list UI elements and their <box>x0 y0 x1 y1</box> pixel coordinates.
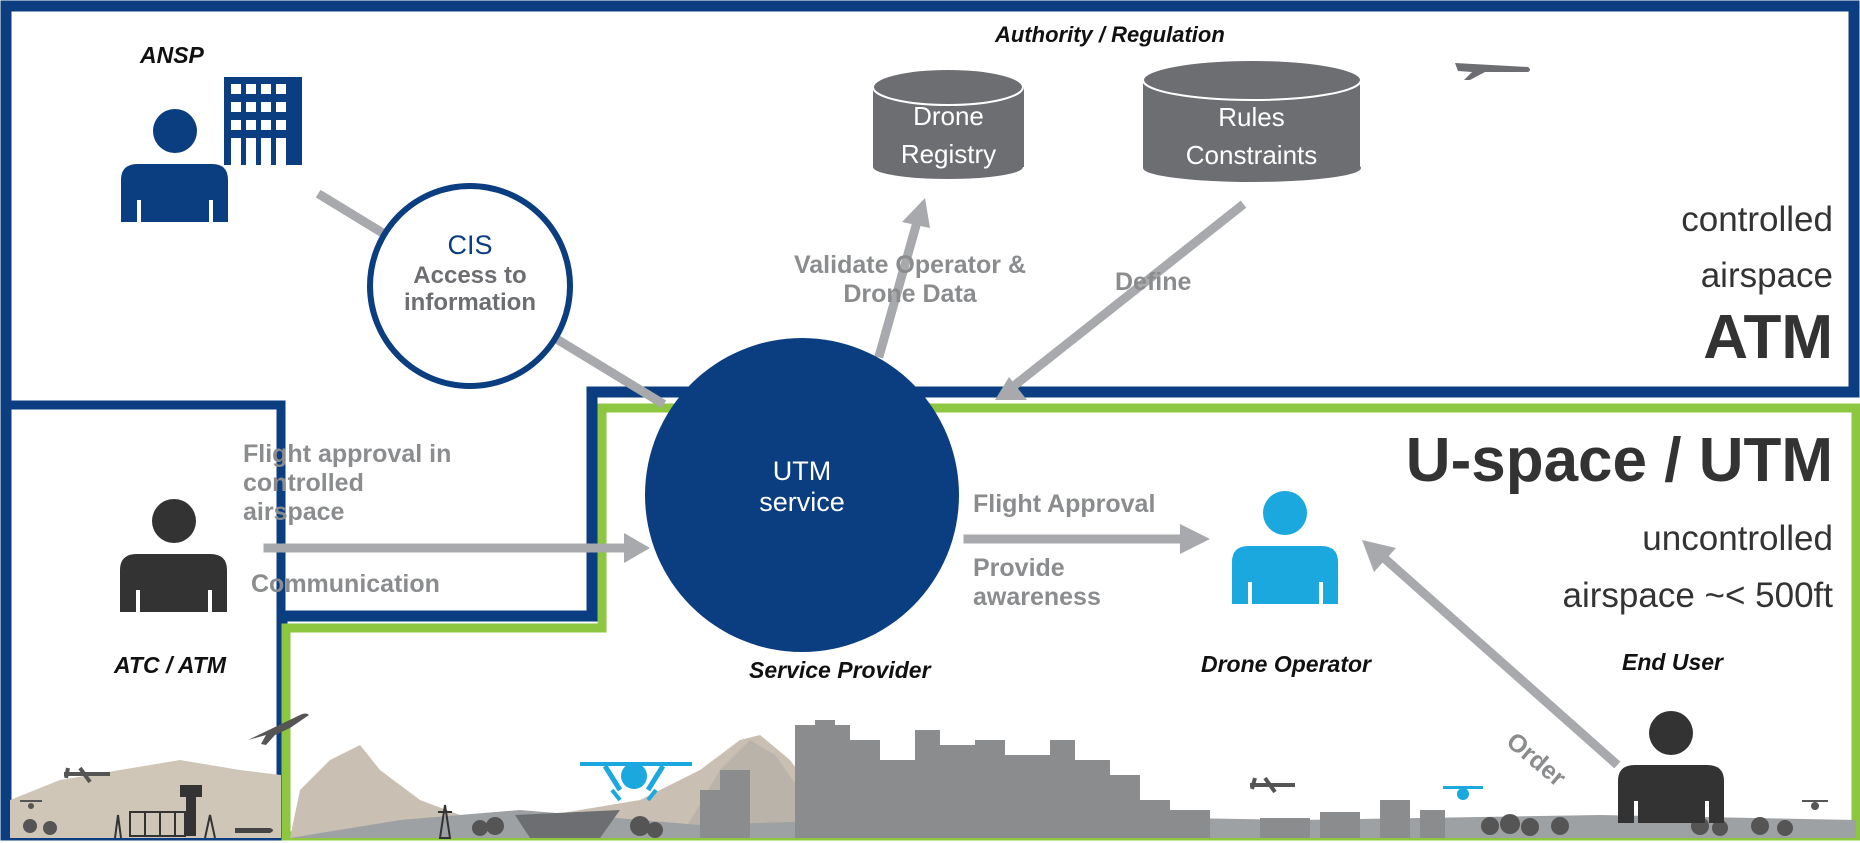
drone-registry-label: Drone Registry <box>873 97 1024 173</box>
drone-icon <box>1802 800 1828 810</box>
flight-approval-controlled-line-2: controlled <box>243 469 364 497</box>
label-drone-operator: Drone Operator <box>1201 651 1371 677</box>
arrow-order <box>1362 540 1621 769</box>
drone-icon <box>580 762 692 802</box>
label-authority: Authority / Regulation <box>995 22 1225 47</box>
label-ansp: ANSP <box>140 42 204 68</box>
define-label: Define <box>1115 268 1192 296</box>
rules-line-2: Constraints <box>1185 140 1318 170</box>
city-skyline <box>700 720 1445 838</box>
person-icon <box>121 109 228 222</box>
cis-subtitle: Access to information <box>404 262 536 316</box>
validate-line-2: Drone Data <box>843 280 977 308</box>
controlled-line-2: airspace <box>1700 256 1833 295</box>
validate-label: Validate Operator & Drone Data <box>780 251 1040 309</box>
flight-approval-label: Flight Approval <box>973 490 1156 518</box>
validate-line-1: Validate Operator & <box>793 251 1027 279</box>
utm-service-circle <box>645 338 959 652</box>
provide-awareness-line-2: awareness <box>973 583 1101 611</box>
rules-label: Rules Constraints <box>1143 98 1360 174</box>
uncontrolled-line-1: uncontrolled <box>1642 519 1833 558</box>
rules-line-1: Rules <box>1218 102 1285 132</box>
landscape-illustration <box>10 720 1856 839</box>
tower-icon <box>180 785 202 836</box>
person-icon <box>1618 711 1724 823</box>
label-atc: ATC / ATM <box>114 652 226 678</box>
utm-service-line-1: UTM <box>772 456 832 486</box>
label-end-user: End User <box>1622 649 1723 675</box>
provide-awareness-line-1: Provide <box>973 554 1065 582</box>
arrow-define <box>995 200 1247 400</box>
drone-icon <box>1443 786 1483 800</box>
antenna-icon <box>204 814 216 839</box>
drone-icon <box>20 800 42 809</box>
atm-label: ATM <box>1703 303 1833 372</box>
arrow-communication <box>263 533 650 563</box>
cis-title: CIS <box>447 230 493 260</box>
airplane-icon <box>64 766 110 784</box>
airplane-icon <box>1250 776 1295 794</box>
database-icon <box>872 68 1024 179</box>
building-icon <box>224 77 302 165</box>
utm-service-label: UTM service <box>702 456 902 518</box>
antenna-icon <box>114 814 122 839</box>
stadium <box>515 810 620 838</box>
controlled-airspace-label: controlled airspace <box>1681 192 1833 304</box>
database-icon <box>1142 59 1362 182</box>
flight-approval-controlled-line-3: airspace <box>243 498 345 526</box>
airplane-icon <box>248 713 309 745</box>
utm-label: U-space / UTM <box>1405 426 1833 495</box>
arrow-flight-approval <box>963 524 1210 554</box>
cis-label: CIS Access to information <box>370 228 570 316</box>
label-service-provider: Service Provider <box>749 657 931 683</box>
drone-registry-line-1: Drone <box>913 101 984 131</box>
flight-approval-controlled-label: Flight approval in controlled airspace <box>243 440 451 527</box>
person-icon <box>1232 491 1338 604</box>
controlled-line-1: controlled <box>1681 200 1833 239</box>
mountains <box>10 760 281 838</box>
person-icon <box>120 499 227 612</box>
utm-service-line-2: service <box>759 487 845 517</box>
cis-circle <box>367 183 573 389</box>
arrow-validate-registry <box>874 198 930 359</box>
uncontrolled-airspace-label: uncontrolled airspace ~< 500ft <box>1563 510 1833 624</box>
drone-registry-line-2: Registry <box>900 139 997 169</box>
uncontrolled-line-2: airspace ~< 500ft <box>1562 576 1833 615</box>
communication-label: Communication <box>251 570 440 598</box>
airport-terminal <box>129 811 186 837</box>
flight-approval-controlled-line-1: Flight approval in <box>243 440 452 468</box>
atc-zone-border <box>6 400 286 835</box>
provide-awareness-label: Provide awareness <box>973 554 1101 612</box>
antenna-icon <box>438 804 452 839</box>
airplane-icon <box>235 828 273 833</box>
airplane-icon <box>1455 63 1530 80</box>
